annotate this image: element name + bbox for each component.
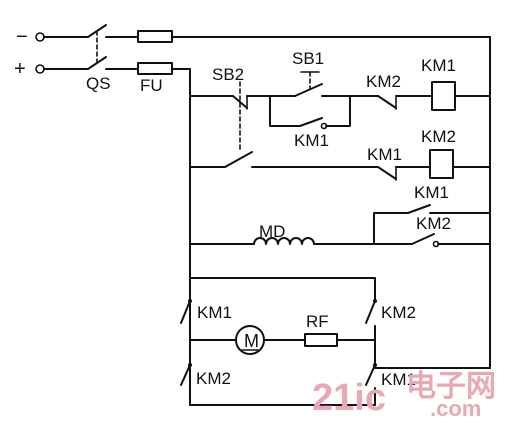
sb2-no-blade — [224, 151, 253, 168]
km2-md-blade — [411, 233, 435, 245]
km1-nc-row2-label: KM1 — [367, 145, 402, 164]
supply-terminals: − + — [14, 26, 45, 80]
km1-coil — [431, 81, 456, 111]
row-forward-control: SB2 SB1 KM1 KM2 KM1 — [189, 49, 491, 151]
fu-fuses: FU — [137, 30, 173, 95]
sb2-label: SB2 — [212, 65, 244, 84]
md-label: MD — [259, 222, 285, 241]
qs-label: QS — [86, 74, 111, 93]
sb1-blade — [294, 83, 323, 97]
km1-coil-label: KM1 — [421, 56, 456, 75]
km1-main-left-label: KM1 — [197, 303, 232, 322]
km1-hold-wire-right — [325, 95, 351, 127]
km2-main-right-label: KM2 — [381, 303, 416, 322]
watermark: 21ic 电子网 .com — [312, 370, 496, 421]
md-coil — [253, 237, 315, 245]
sb1-label: SB1 — [292, 49, 324, 68]
fu-label: FU — [140, 76, 163, 95]
km2-coil — [429, 149, 454, 179]
km2-coil-label: KM2 — [421, 127, 456, 146]
plus-terminal — [35, 64, 45, 74]
km1-nc-blade — [377, 166, 397, 180]
km2-md-label: KM2 — [416, 214, 451, 233]
minus-terminal-label: − — [16, 26, 28, 48]
sb2-nc-blade — [232, 95, 248, 109]
motor-label: M — [244, 331, 259, 351]
km1-main-left-blade — [180, 300, 191, 324]
row-reverse-control: KM1 KM2 KM1 — [189, 127, 491, 202]
km1-hold-blade — [299, 117, 323, 127]
km1-main-right-label: KM1 — [381, 370, 416, 389]
plus-terminal-label: + — [14, 58, 26, 80]
km2-main-left-label: KM2 — [196, 369, 231, 388]
motor-circuit: KM1 KM2 M RF KM2 KM1 — [180, 277, 491, 406]
fuse-top — [137, 30, 173, 43]
km2-main-right-blade — [365, 300, 376, 324]
km1-row2-below-label: KM1 — [414, 183, 449, 202]
watermark-number: 21ic — [312, 377, 386, 419]
minus-terminal — [35, 32, 45, 42]
watermark-domain: .com — [430, 396, 481, 421]
km1-hold-wire-left — [269, 95, 301, 127]
km1-hold-label: KM1 — [294, 131, 329, 150]
km2-main-left-blade — [180, 364, 191, 386]
md-branch-left — [373, 212, 409, 245]
km2-nc-blade — [377, 95, 397, 109]
fuse-bottom — [137, 62, 173, 75]
qs-switch: QS — [43, 24, 139, 93]
km2-nc-row1-label: KM2 — [366, 72, 401, 91]
row-brake: MD KM2 — [189, 204, 491, 248]
rf-resistor — [304, 333, 338, 347]
watermark-chinese: 电子网 — [406, 370, 496, 403]
km1-main-right-blade — [365, 364, 376, 386]
km1-md-blade — [407, 204, 431, 214]
rf-label: RF — [306, 312, 329, 331]
